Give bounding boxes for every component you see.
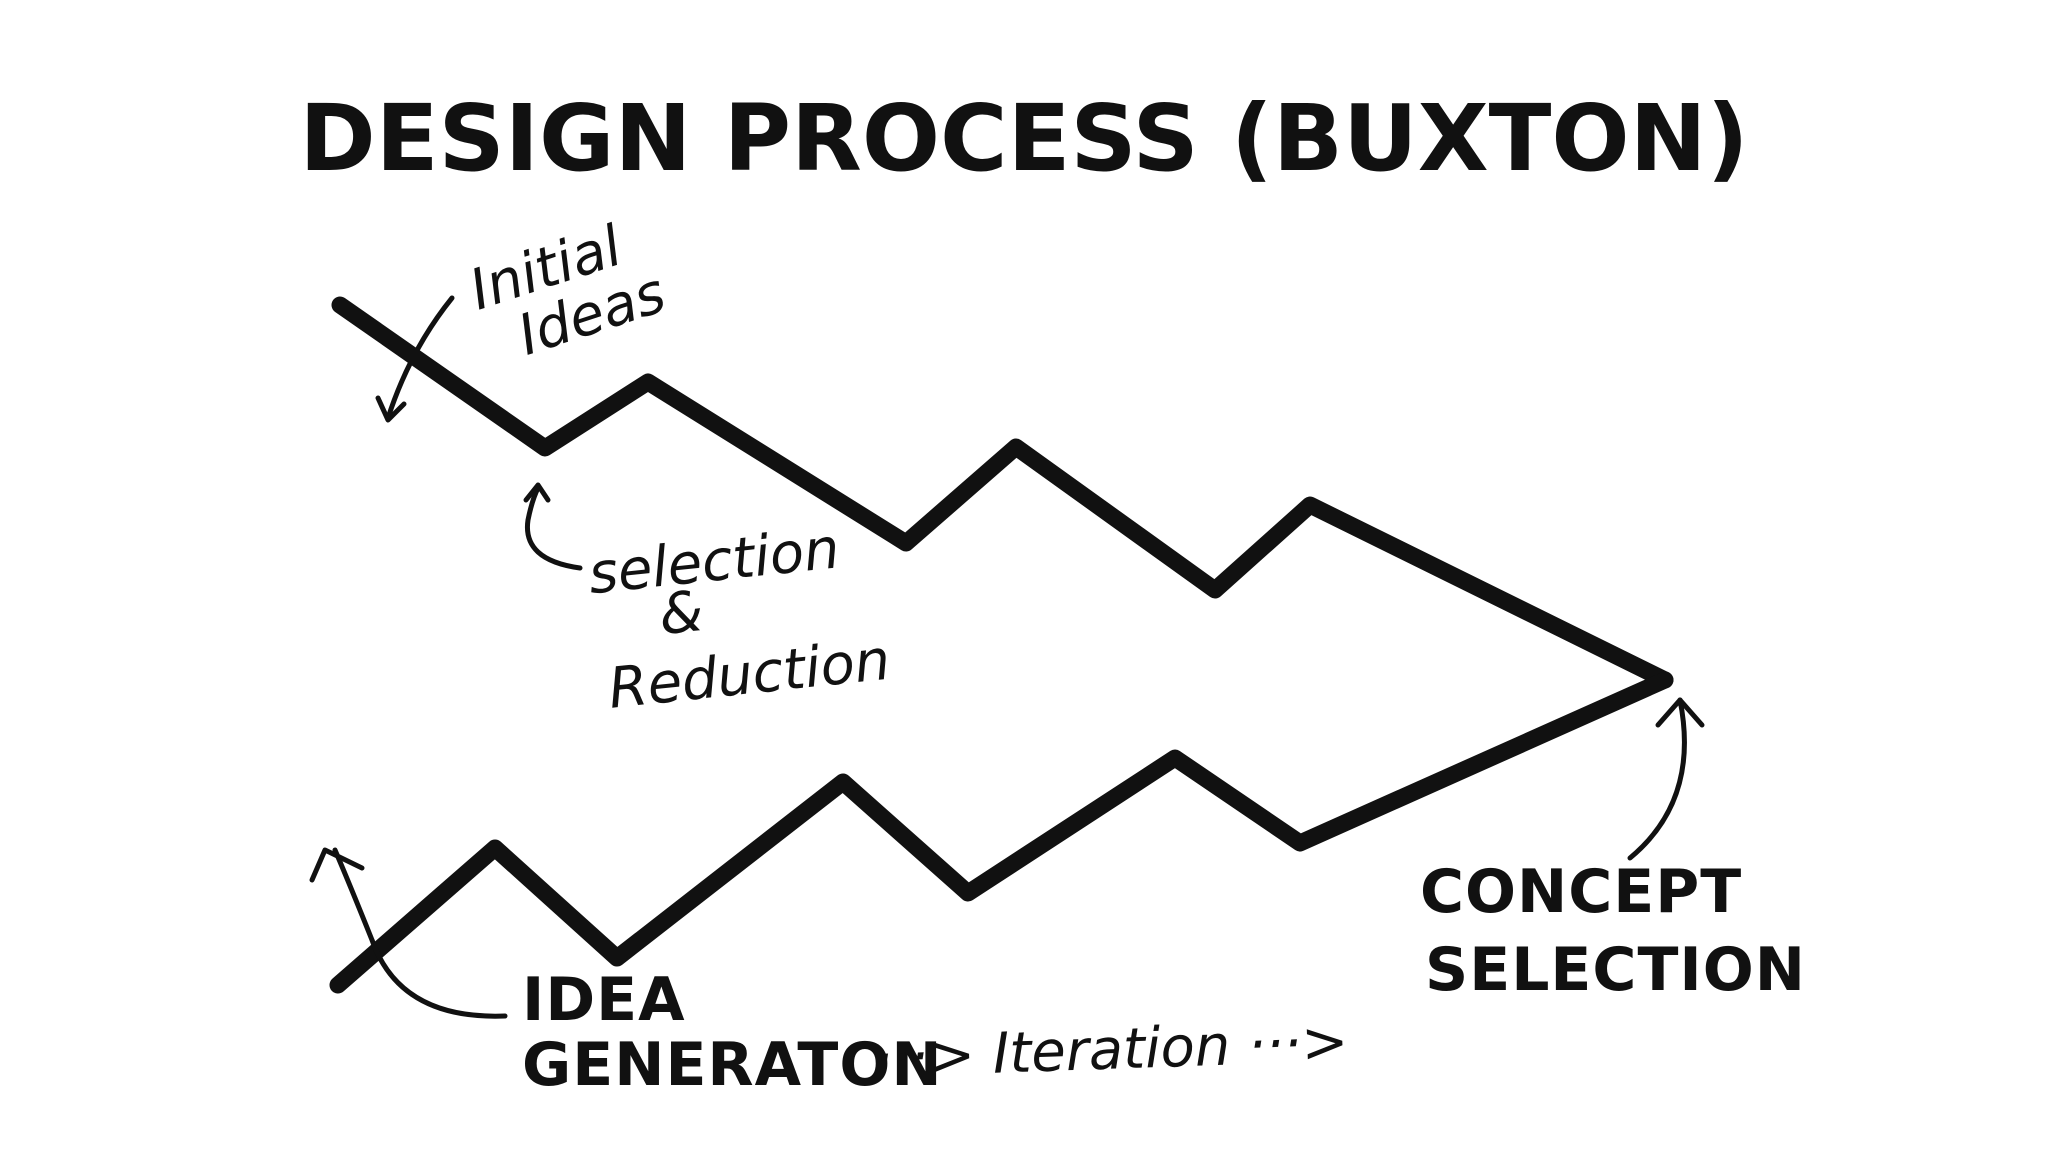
svg-text:IDEA: IDEA: [522, 965, 686, 1035]
iteration-label: ···> Iteration ···>: [874, 1009, 1350, 1090]
upper-zigzag-line: [331, 296, 1674, 689]
concept-selection-arrow: [1627, 697, 1705, 861]
svg-text:selection: selection: [585, 516, 842, 607]
concept-selection-label: CONCEPT SELECTION: [1420, 857, 1806, 1005]
lower-zigzag-line: [329, 671, 1674, 994]
svg-text:···> Iteration ···>: ···> Iteration ···>: [874, 1009, 1350, 1090]
svg-text:CONCEPT: CONCEPT: [1420, 857, 1742, 927]
svg-text:Reduction: Reduction: [605, 628, 893, 722]
initial-ideas-label: Initial Ideas: [462, 214, 673, 369]
idea-generation-arrow: [309, 847, 508, 1019]
selection-reduction-label: selection & Reduction: [585, 516, 893, 722]
initial-ideas-arrow: [375, 295, 455, 423]
svg-text:GENERATON: GENERATON: [522, 1030, 943, 1100]
idea-generation-label: IDEA GENERATON: [522, 965, 943, 1100]
selection-reduction-arrow: [523, 482, 583, 571]
svg-text:&: &: [656, 579, 706, 648]
page-title: DESIGN PROCESS (BUXTON): [299, 85, 1748, 192]
svg-text:SELECTION: SELECTION: [1425, 935, 1806, 1005]
